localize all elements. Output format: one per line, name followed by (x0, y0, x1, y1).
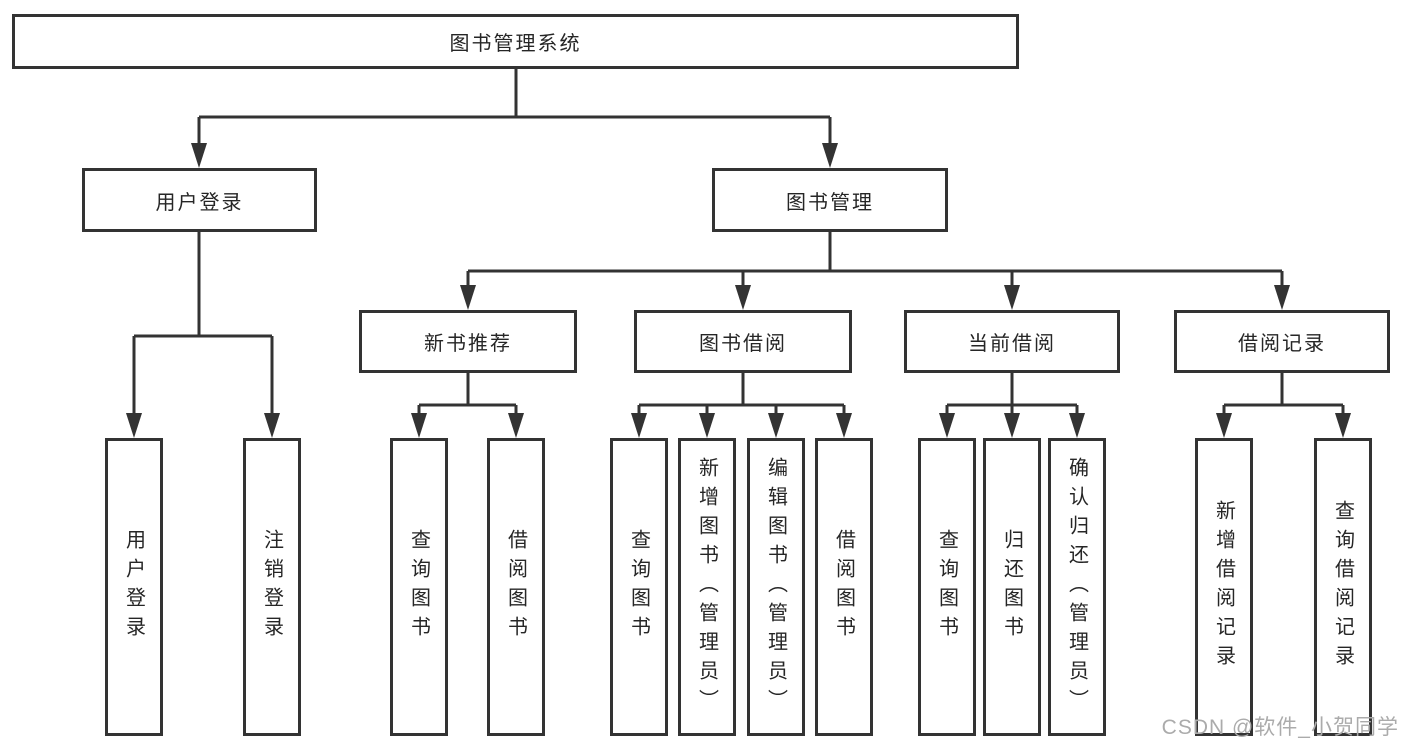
leaf-confirm-return-admin: 确认归还（管理员） (1048, 438, 1106, 736)
watermark: CSDN @软件_小贺同学 (1161, 716, 1399, 739)
node-user-login: 用户登录 (82, 168, 317, 232)
leaf-borrow-books-borrowing: 借阅图书 (815, 438, 873, 736)
leaf-edit-books-admin: 编辑图书（管理员） (747, 438, 805, 736)
leaf-logout: 注销登录 (243, 438, 301, 736)
leaf-logout-label: 注销登录 (260, 529, 283, 645)
leaf-confirm-return-admin-label: 确认归还（管理员） (1065, 456, 1088, 718)
leaf-query-books-current: 查询图书 (918, 438, 976, 736)
leaf-query-borrow-record: 查询借阅记录 (1314, 438, 1372, 736)
node-root: 图书管理系统 (12, 14, 1019, 69)
leaf-borrow-books-recommend: 借阅图书 (487, 438, 545, 736)
node-user-login-label: 用户登录 (155, 191, 244, 214)
node-book-borrowing-label: 图书借阅 (699, 333, 787, 355)
node-current-borrowing-label: 当前借阅 (968, 333, 1056, 355)
leaf-edit-books-admin-label: 编辑图书（管理员） (764, 456, 787, 718)
leaf-borrow-books-recommend-label: 借阅图书 (504, 529, 527, 645)
node-current-borrowing: 当前借阅 (904, 310, 1120, 373)
leaf-add-books-admin-label: 新增图书（管理员） (695, 456, 718, 718)
node-book-management-label: 图书管理 (786, 191, 874, 214)
leaf-return-books-label: 归还图书 (1000, 529, 1023, 645)
node-root-label: 图书管理系统 (449, 33, 582, 55)
node-new-book-recommendation-label: 新书推荐 (424, 333, 512, 355)
leaf-add-books-admin: 新增图书（管理员） (678, 438, 736, 736)
node-new-book-recommendation: 新书推荐 (359, 310, 577, 373)
leaf-query-borrow-record-label: 查询借阅记录 (1331, 500, 1354, 674)
leaf-add-borrow-record: 新增借阅记录 (1195, 438, 1253, 736)
node-book-management: 图书管理 (712, 168, 948, 232)
leaf-add-borrow-record-label: 新增借阅记录 (1212, 500, 1235, 674)
arrowheads (126, 143, 1351, 438)
node-borrowing-records-label: 借阅记录 (1238, 333, 1326, 355)
leaf-query-books-recommend: 查询图书 (390, 438, 448, 736)
leaf-query-books-recommend-label: 查询图书 (407, 529, 430, 645)
leaf-return-books: 归还图书 (983, 438, 1041, 736)
leaf-user-login-label: 用户登录 (122, 529, 145, 645)
leaf-user-login: 用户登录 (105, 438, 163, 736)
node-borrowing-records: 借阅记录 (1174, 310, 1390, 373)
node-book-borrowing: 图书借阅 (634, 310, 852, 373)
leaf-borrow-books-borrowing-label: 借阅图书 (832, 529, 855, 645)
leaf-query-books-borrowing-label: 查询图书 (627, 529, 650, 645)
leaf-query-books-current-label: 查询图书 (935, 529, 958, 645)
leaf-query-books-borrowing: 查询图书 (610, 438, 668, 736)
